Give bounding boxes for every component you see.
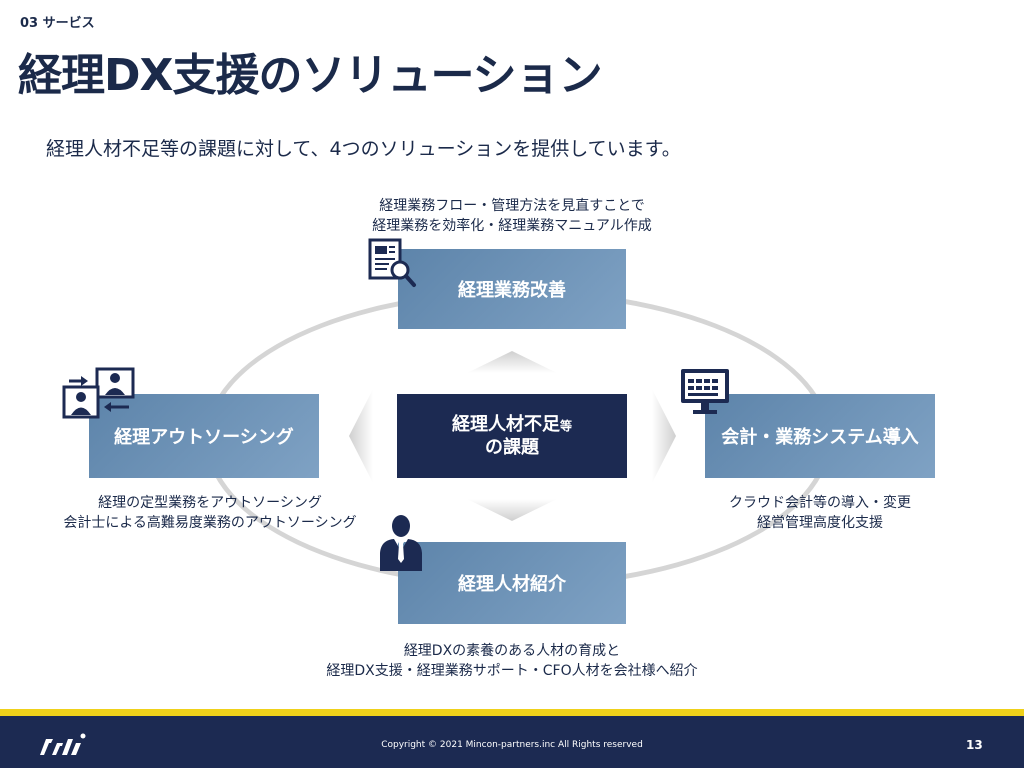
arrow-left	[349, 389, 373, 483]
monitor-icon	[681, 369, 729, 414]
page-title: 経理DX支援のソリューション	[18, 50, 603, 101]
solution-system-introduction: 会計・業務システム導入	[705, 394, 935, 478]
document-search-icon	[368, 238, 416, 287]
arrow-up	[467, 351, 557, 373]
solution-label: 経理業務改善	[458, 280, 566, 301]
section-label: 03 サービス	[20, 16, 95, 31]
arrow-right	[652, 389, 676, 483]
businessman-icon	[380, 515, 422, 571]
central-issue-line1: 経理人材不足等	[451, 413, 572, 435]
solution-process-improvement: 経理業務改善	[398, 249, 626, 329]
page-subtitle: 経理人材不足等の課題に対して、4つのソリューションを提供しています。	[46, 138, 681, 160]
page-number: 13	[966, 738, 983, 752]
central-issue: 経理人材不足等 の課題	[397, 394, 627, 478]
solution-description-right: クラウド会計等の導入・変更経営管理高度化支援	[729, 495, 911, 532]
solution-label: 会計・業務システム導入	[721, 427, 919, 448]
footer-bar	[0, 716, 1024, 768]
remote-meeting-icon	[62, 367, 135, 419]
solution-description-bottom: 経理DXの素養のある人材の育成と経理DX支援・経理業務サポート・CFO人材を会社…	[326, 643, 698, 680]
arrow-down	[467, 499, 557, 521]
company-logo-icon	[40, 733, 86, 755]
solution-description-left: 経理の定型業務をアウトソーシング会計士による高難易度業務のアウトソーシング	[63, 495, 357, 532]
solution-label: 経理人材紹介	[458, 574, 566, 595]
solution-label: 経理アウトソーシング	[114, 427, 294, 448]
solution-staffing: 経理人材紹介	[398, 542, 626, 624]
footer-accent-bar	[0, 709, 1024, 716]
central-issue-line2: の課題	[485, 437, 539, 458]
solution-description-top: 経理業務フロー・管理方法を見直すことで経理業務を効率化・経理業務マニュアル作成	[372, 198, 652, 235]
copyright-text: Copyright © 2021 Mincon-partners.inc All…	[381, 740, 643, 750]
